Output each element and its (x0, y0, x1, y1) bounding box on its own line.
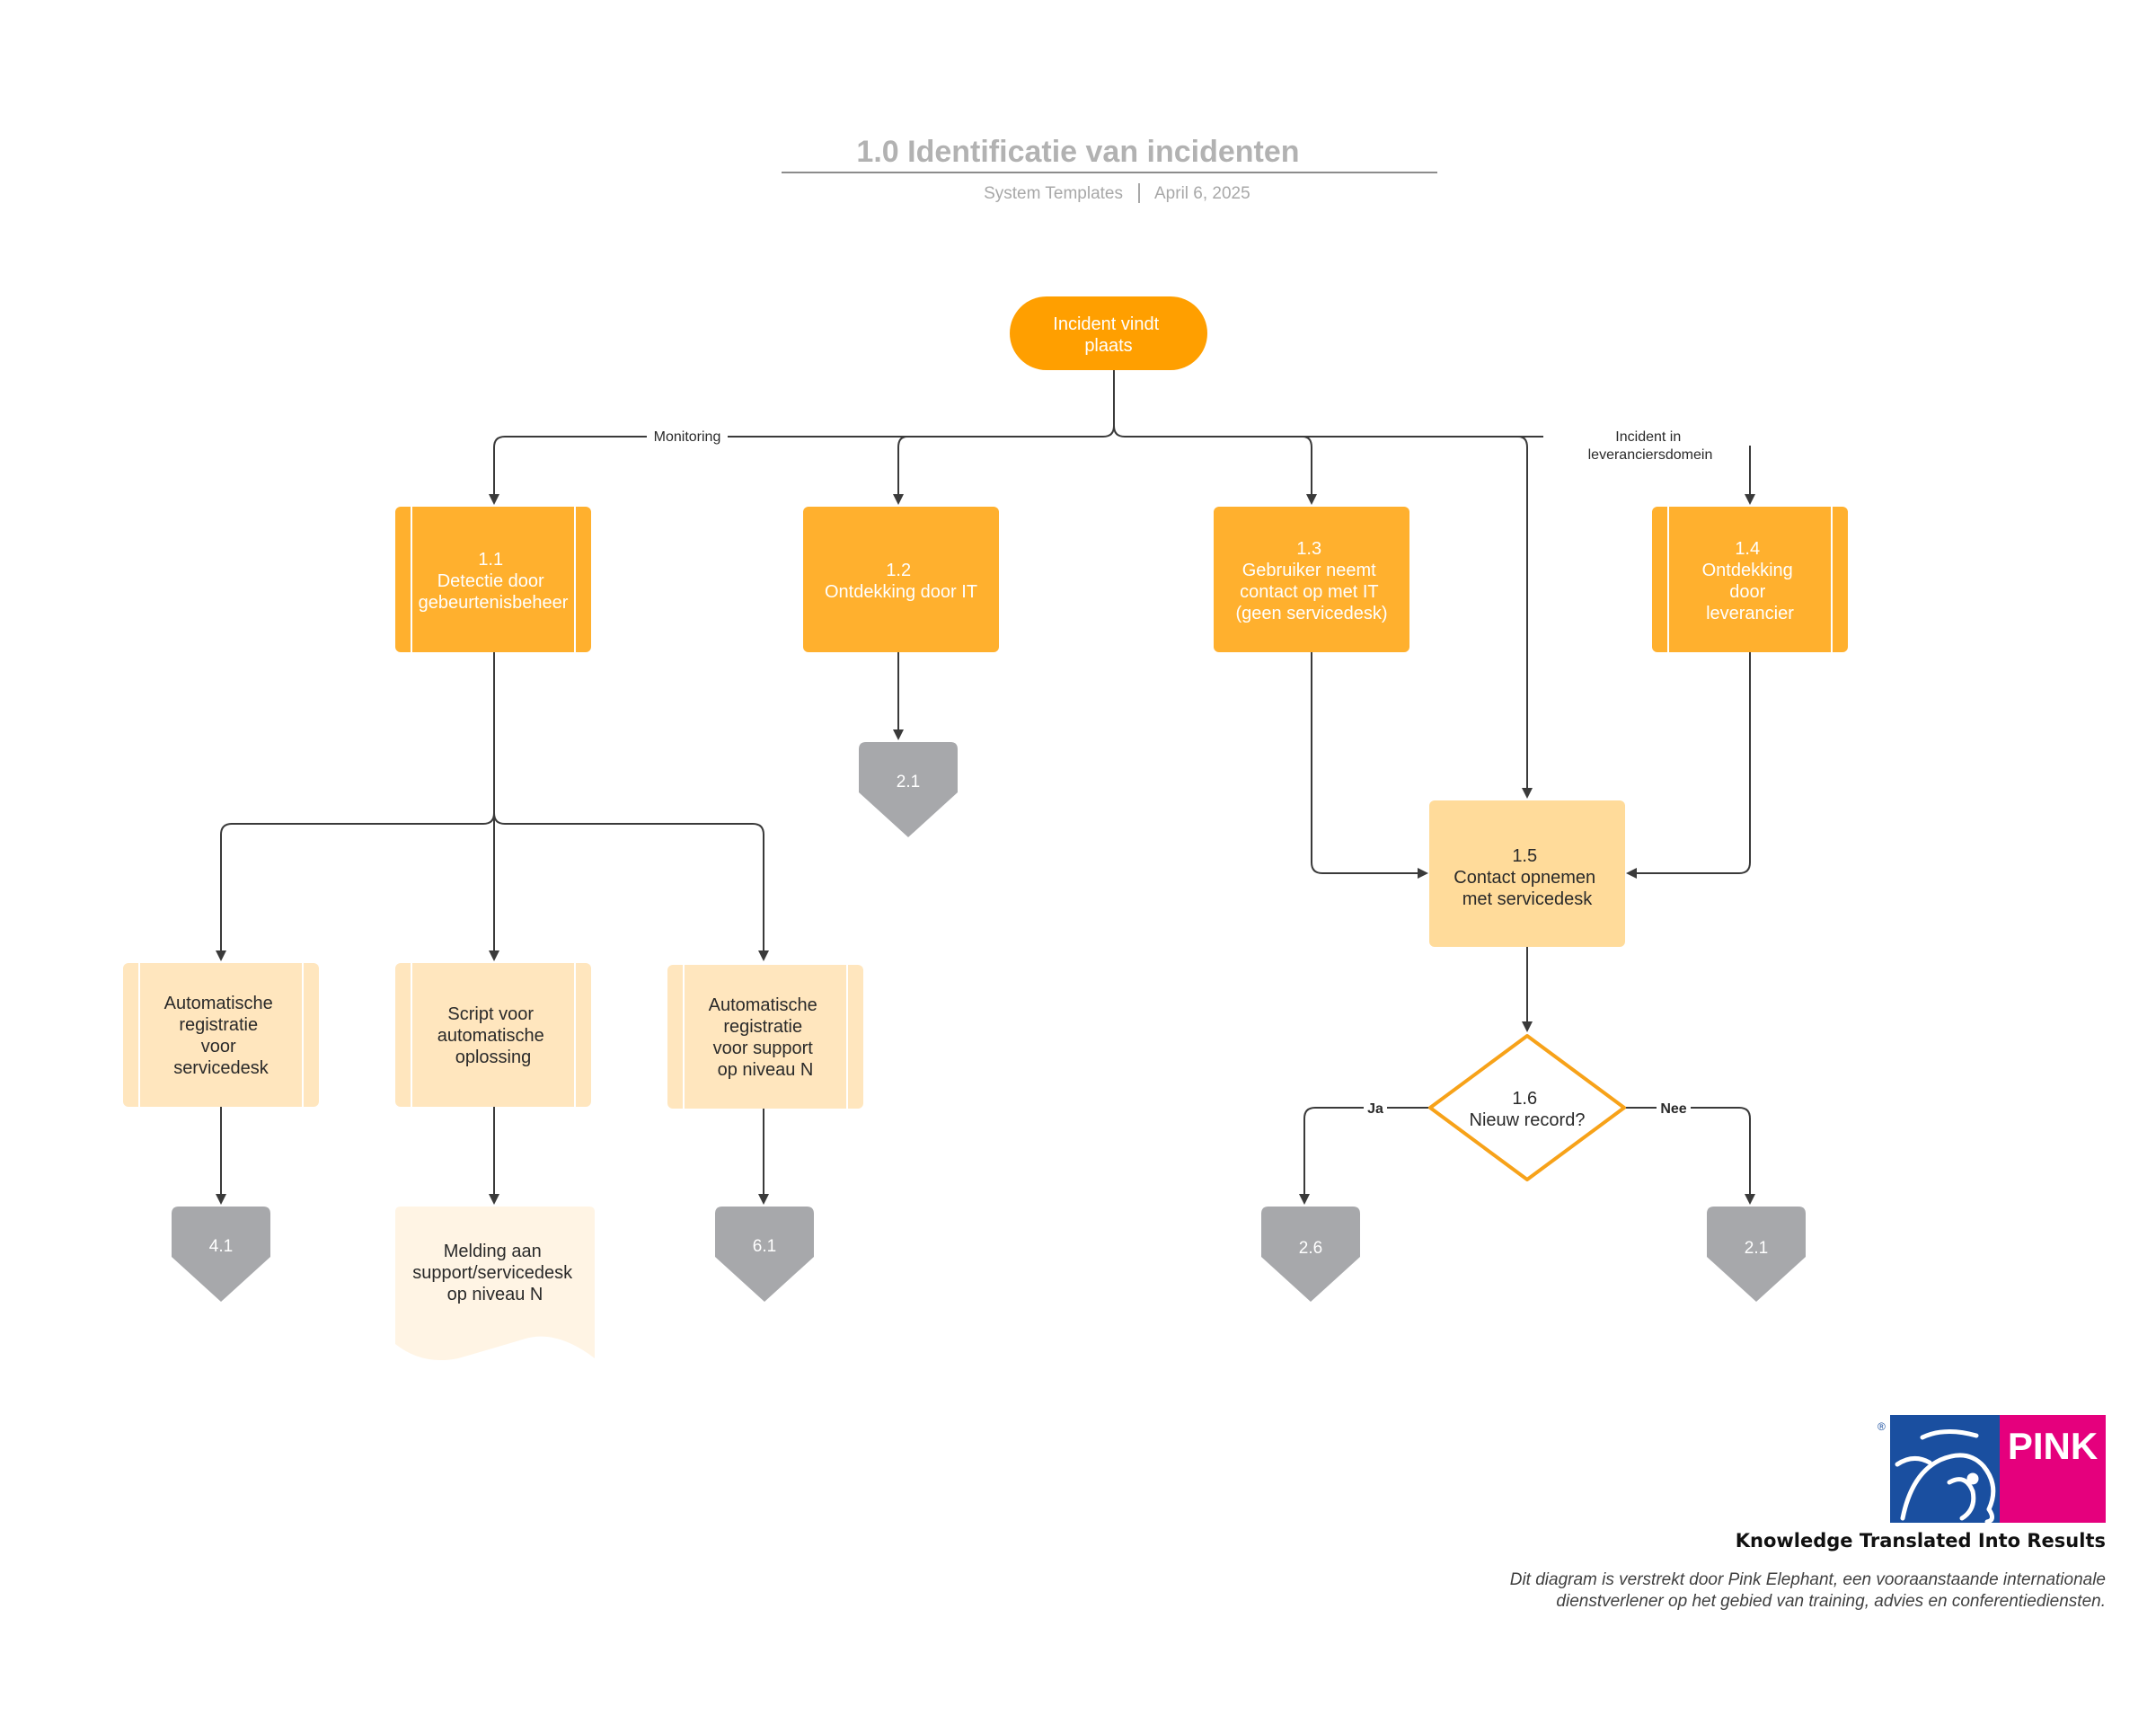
edge-label-monitoring: Monitoring (654, 429, 721, 445)
node-1-3-label: 1.3 Gebruiker neemt contact op met IT (g… (1236, 539, 1388, 623)
elephant-icon (1895, 1429, 1996, 1525)
node-1-1[interactable]: 1.1 Detectie door gebeurtenisbeheer (395, 507, 591, 652)
node-auto2-label: Automatische registratie voor support op… (709, 995, 823, 1080)
pink-elephant-logo: PINK ® (1878, 1415, 2106, 1525)
node-1-2-label: 1.2 Ontdekking door IT (825, 561, 977, 602)
logo-registered-mark: ® (1878, 1420, 1886, 1433)
edge-bus-right (1113, 425, 1543, 438)
logo-tagline: Knowledge Translated Into Results (1735, 1530, 2106, 1551)
edge-label-ja: Ja (1367, 1101, 1383, 1117)
offpage-ref-label: 4.1 (209, 1237, 233, 1256)
node-1-2[interactable]: 1.2 Ontdekking door IT (803, 507, 999, 652)
start-node-label: Incident vindt plaats (1053, 314, 1163, 356)
offpage-ref-6-1[interactable]: 6.1 (715, 1207, 814, 1302)
connectors (216, 370, 1755, 1205)
edge-1-1-left (216, 812, 495, 961)
node-1-5-label: 1.5 Contact opnemen met servicedesk (1454, 846, 1600, 909)
logo-pink-panel (2000, 1415, 2106, 1523)
edge-label-nee: Nee (1660, 1101, 1686, 1117)
page-title: 1.0 Identificatie van incidenten (856, 135, 1299, 169)
node-1-4[interactable]: 1.4 Ontdekking door leverancier (1652, 507, 1848, 652)
node-script-automatische-oplossing[interactable]: Script voor automatische oplossing (395, 963, 591, 1107)
edge-bus-left (489, 436, 1103, 505)
edge-start-to-bus (1102, 370, 1115, 438)
edge-to-1-5-top (1517, 436, 1533, 799)
node-1-1-label: 1.1 Detectie door gebeurtenisbeheer (419, 550, 569, 613)
node-script-label: Script voor automatische oplossing (437, 1004, 550, 1067)
offpage-ref-2-1-left[interactable]: 2.1 (859, 742, 958, 837)
node-auto-registratie-support[interactable]: Automatische registratie voor support op… (667, 965, 863, 1109)
node-auto-registratie-servicedesk[interactable]: Automatische registratie voor servicedes… (123, 963, 319, 1107)
start-node[interactable]: Incident vindt plaats (1010, 296, 1207, 370)
offpage-ref-4-1[interactable]: 4.1 (172, 1207, 270, 1302)
offpage-ref-label: 2.1 (897, 773, 920, 791)
edge-1-6-nee (1624, 1107, 1755, 1205)
node-1-4-label: 1.4 Ontdekking door leverancier (1702, 539, 1798, 623)
node-melding-document[interactable]: Melding aan support/servicedesk op nivea… (395, 1207, 595, 1360)
offpage-ref-label: 2.6 (1299, 1239, 1322, 1258)
node-1-6-decision[interactable]: 1.6 Nieuw record? (1428, 1034, 1626, 1181)
edge-1-4-to-1-5 (1626, 652, 1751, 879)
offpage-ref-label: 6.1 (753, 1237, 776, 1256)
edge-label-leverancier: Incident in leveranciersdomein (1588, 429, 1713, 463)
subtitle-source: System Templates (984, 184, 1123, 203)
node-melding-label: Melding aan support/servicedesk op nivea… (412, 1242, 577, 1304)
node-1-5[interactable]: 1.5 Contact opnemen met servicedesk (1429, 800, 1625, 947)
edge-1-3-to-1-5 (1311, 652, 1428, 879)
offpage-ref-2-6[interactable]: 2.6 (1261, 1207, 1360, 1302)
offpage-ref-label: 2.1 (1745, 1239, 1768, 1258)
offpage-ref-2-1-right[interactable]: 2.1 (1707, 1207, 1806, 1302)
edge-1-6-ja (1299, 1107, 1430, 1205)
node-auto1-label: Automatische registratie voor servicedes… (164, 994, 278, 1078)
node-1-6-label: 1.6 Nieuw record? (1470, 1089, 1586, 1130)
logo-text: PINK (2008, 1425, 2098, 1467)
edge-to-1-3 (1302, 436, 1317, 505)
subtitle-date: April 6, 2025 (1154, 184, 1250, 203)
node-1-3[interactable]: 1.3 Gebruiker neemt contact op met IT (g… (1214, 507, 1409, 652)
footer-note: Dit diagram is verstrekt door Pink Eleph… (1509, 1570, 2106, 1611)
edge-to-1-2 (893, 436, 908, 505)
edge-1-1-right (493, 812, 769, 961)
